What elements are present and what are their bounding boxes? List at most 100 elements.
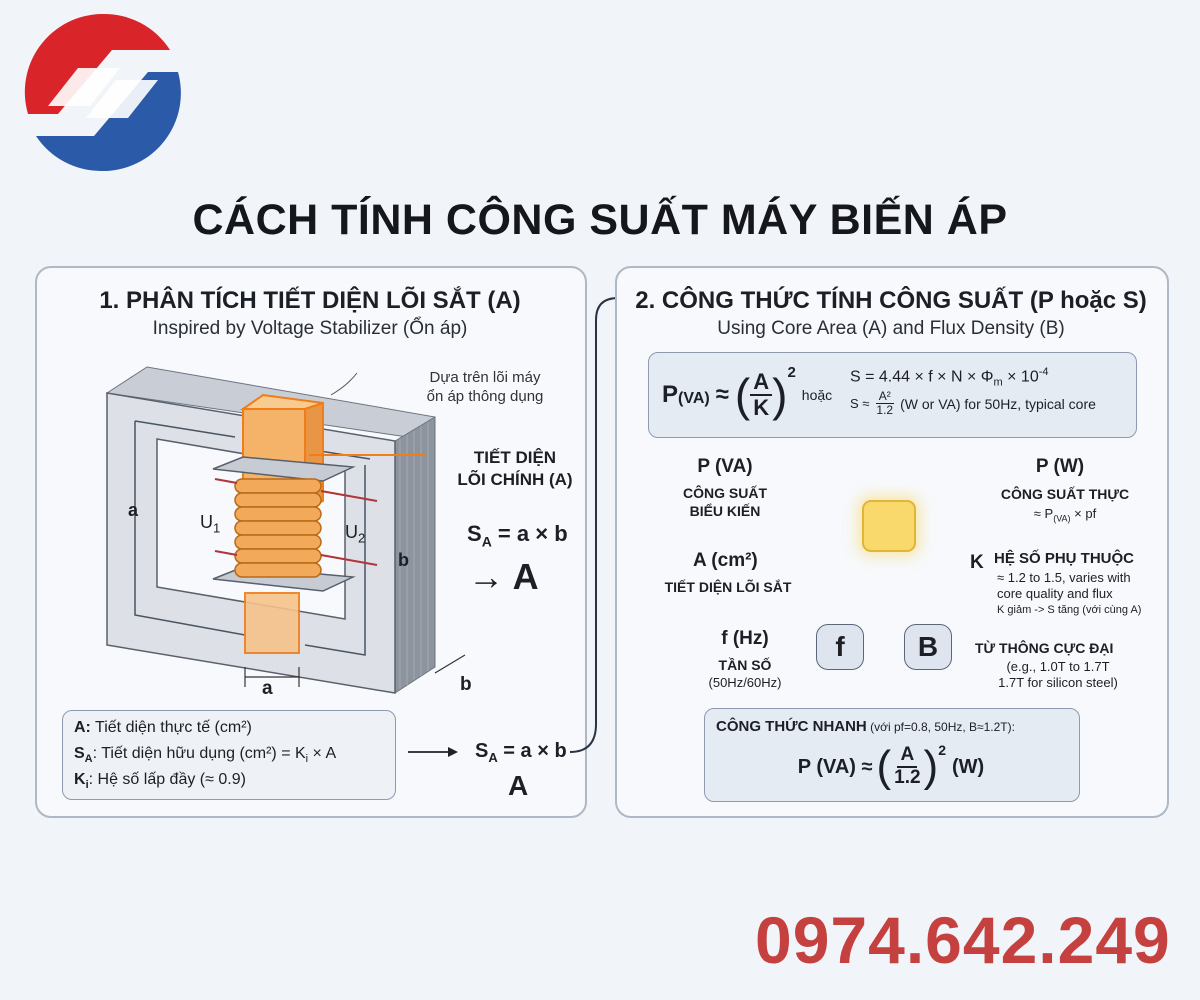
quick-lhs: P (VA) ≈: [797, 755, 873, 778]
right-panel-subtitle: Using Core Area (A) and Flux Density (B): [717, 318, 1065, 339]
legend-a: A: Tiết diện thực tế (cm²): [74, 719, 252, 737]
left-panel-subtitle: Inspired by Voltage Stabilizer (Ổn áp): [152, 318, 468, 339]
main-formula-box: [648, 352, 1137, 438]
quick-formula-header: CÔNG THỨC NHANH (với pf=0.8, 50Hz, B≈1.2…: [716, 718, 1015, 736]
main-formula-s1: S = 4.44 × f × N × Φm × 10-4: [850, 366, 1049, 389]
pw-line2sub: (VA): [1053, 513, 1071, 524]
mf-p: P: [662, 381, 679, 408]
dim-b-right: b: [398, 550, 409, 570]
area-desc: TIẾT DIỆN LÕI SẮT: [664, 579, 792, 595]
mf-or: hoặc: [801, 387, 833, 403]
f-desc: TẦN SỐ (50Hz/60Hz): [680, 656, 810, 692]
mf-paren-open: (: [734, 369, 751, 421]
k-desc: ≈ 1.2 to 1.5, varies with core quality a…: [997, 570, 1141, 618]
b-line1: (e.g., 1.0T to 1.7T: [1006, 659, 1110, 674]
cross-section-label: TIẾT DIỆN LÕI CHÍNH (A): [445, 447, 585, 491]
u2-main: U: [345, 522, 358, 542]
quick-rhs: (W): [952, 755, 985, 778]
f-line2: (50Hz/60Hz): [708, 675, 782, 690]
mf-approx: ≈: [715, 381, 729, 408]
legend-sa-key: S: [74, 745, 85, 762]
mf-den: K: [753, 395, 770, 420]
phone-number[interactable]: 0974.642.249: [755, 903, 1171, 977]
cross-section-line1: TIẾT DIỆN: [473, 448, 557, 467]
pw-line2b: × pf: [1070, 506, 1097, 521]
page-title: CÁCH TÍNH CÔNG SUẤT MÁY BIẾN ÁP: [192, 196, 1008, 244]
legend-ki-key-sub: i: [85, 779, 89, 792]
mf-s1-sub: m: [993, 376, 1003, 389]
mf-s1-exp: -4: [1038, 366, 1049, 378]
bottom-sa-sub: A: [488, 750, 498, 765]
u1-main: U: [200, 512, 213, 532]
quick-title: CÔNG THỨC NHANH: [716, 718, 867, 735]
u2-sub: 2: [358, 530, 366, 546]
mf-exp: 2: [787, 364, 796, 381]
mf-s2-den: 1.2: [876, 403, 894, 418]
mf-s2a: S ≈: [850, 396, 870, 412]
quick-exp: 2: [938, 742, 946, 758]
dim-a-bottom: a: [262, 678, 273, 699]
bottom-sa-rest: = a × b: [497, 740, 567, 762]
quick-formula-box: [704, 708, 1080, 802]
dim-a-left: a: [128, 500, 139, 520]
core-note-line2: ổn áp thông dụng: [426, 388, 544, 405]
b-line2: 1.7T for silicon steel): [998, 675, 1118, 690]
quick-paren-open: (: [876, 742, 892, 791]
legend-a-text: Tiết diện thực tế (cm²): [90, 719, 252, 736]
legend-sa-text1: : Tiết diện hữu dụng (cm²) = K: [92, 745, 306, 762]
f-line1: TẦN SỐ: [718, 657, 772, 673]
u2-label: U2: [345, 522, 365, 546]
k-letter: K: [970, 552, 984, 573]
pw-line2a: ≈ P: [1033, 506, 1054, 521]
sa-rest: = a × b: [491, 521, 568, 546]
core-note-line1: Dựa trên lõi máy: [429, 369, 541, 386]
b-node-box: B: [904, 624, 952, 670]
legend-ki: Ki: Hệ số lấp đầy (≈ 0.9): [74, 771, 246, 791]
legend-ki-key: K: [74, 771, 86, 788]
mf-s2-num: A²: [875, 389, 894, 405]
cross-section-line2: LÕI CHÍNH (A): [457, 470, 573, 489]
legend-a-key: A:: [74, 719, 91, 736]
b-title: TỪ THÔNG CỰC ĐẠI: [975, 640, 1114, 656]
legend-sa: SA: Tiết diện hữu dụng (cm²) = Ki × A: [74, 745, 336, 765]
pva-title: P (VA): [697, 456, 753, 477]
sa-sub: A: [481, 533, 492, 550]
mf-num: A: [750, 369, 773, 396]
pw-line2: ≈ P(VA) × pf: [990, 504, 1140, 529]
bottom-formula: SA = a × b: [475, 740, 567, 765]
center-node: [862, 500, 916, 552]
right-panel-title: 2. CÔNG THỨC TÍNH CÔNG SUẤT (P hoặc S): [635, 287, 1147, 314]
pw-desc: CÔNG SUẤT THỰC ≈ P(VA) × pf: [990, 484, 1140, 529]
k-line3: K giảm -> S tăng (với cùng A): [997, 604, 1142, 616]
pw-line1: CÔNG SUẤT THỰC: [1000, 486, 1130, 502]
quick-den: 1.2: [894, 767, 921, 788]
legend-box: [62, 710, 396, 800]
b-desc: (e.g., 1.0T to 1.7T 1.7T for silicon ste…: [968, 659, 1148, 691]
dim-b-bottom: b: [460, 674, 472, 695]
bottom-a: A: [508, 770, 529, 801]
k-line2: core quality and flux: [997, 586, 1113, 601]
quick-cond: (với pf=0.8, 50Hz, B≈1.2T):: [866, 720, 1015, 734]
legend-ki-text: : Hệ số lấp đầy (≈ 0.9): [88, 771, 246, 788]
company-logo: [24, 13, 181, 172]
k-line1: ≈ 1.2 to 1.5, varies with: [997, 570, 1131, 585]
mf-s1b: × 10: [1002, 368, 1039, 386]
sa-formula: SA = a × b: [467, 521, 568, 549]
u1-sub: 1: [213, 520, 221, 536]
f-title: f (Hz): [721, 628, 769, 649]
legend-sa-key-sub: A: [84, 753, 93, 766]
mf-s2b: (W or VA) for 50Hz, typical core: [900, 395, 1096, 412]
f-node-box: f: [816, 624, 864, 670]
arrow-to-a: → A: [468, 556, 539, 597]
mf-p-sub: (VA): [678, 390, 710, 407]
transformer-core-diagram: [105, 366, 466, 694]
quick-num: A: [897, 744, 918, 768]
u1-label: U1: [200, 512, 220, 536]
k-title: HỆ SỐ PHỤ THUỘC: [994, 550, 1135, 567]
